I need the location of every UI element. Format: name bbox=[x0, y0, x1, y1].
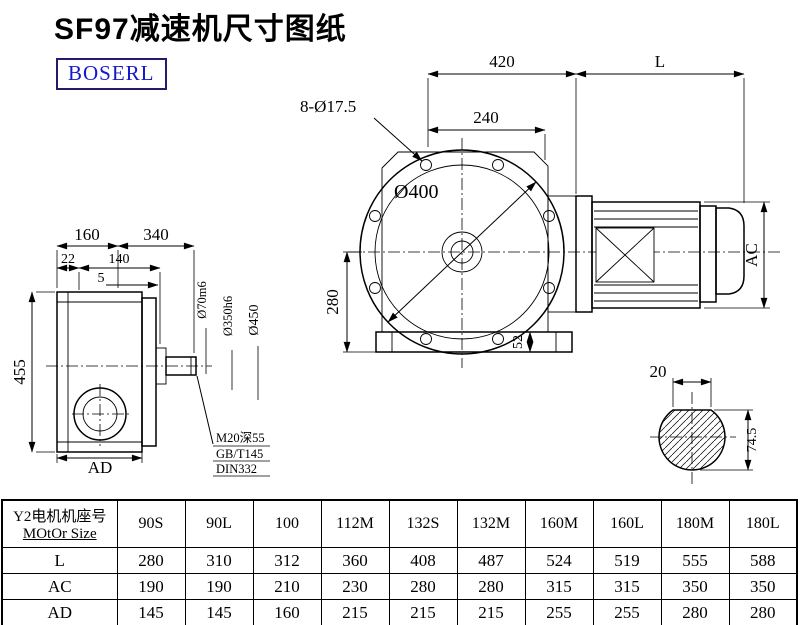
value-cell: 210 bbox=[252, 573, 322, 600]
table-row-L: L 280 310 312 360 408 487 524 519 555 58… bbox=[1, 547, 798, 574]
column-header: 180M bbox=[660, 499, 730, 548]
dim-bolt-holes: 8-Ø17.5 bbox=[300, 97, 356, 116]
column-header: 112M bbox=[320, 499, 390, 548]
column-header: 100 bbox=[252, 499, 322, 548]
table-header-row: Y2电机机座号 MOtOr Size 90S 90L 100 112M 132S… bbox=[1, 499, 798, 548]
dim-AD: AD bbox=[88, 458, 113, 477]
value-cell: 487 bbox=[456, 547, 526, 574]
boserl-logo: BOSERL bbox=[56, 58, 167, 90]
dim-AC: AC bbox=[742, 243, 761, 267]
fan-cover bbox=[715, 207, 745, 295]
dim-key-width: 20 bbox=[650, 362, 667, 381]
dim-420: 420 bbox=[489, 52, 515, 71]
dim-140: 140 bbox=[109, 252, 130, 267]
value-cell: 160 bbox=[252, 599, 322, 625]
dim-280: 280 bbox=[323, 289, 342, 315]
page-title: SF97减速机尺寸图纸 bbox=[54, 13, 347, 46]
column-header: 180L bbox=[728, 499, 798, 548]
flange-bolt-holes bbox=[369, 159, 555, 345]
value-cell: 190 bbox=[184, 573, 254, 600]
dim-340: 340 bbox=[143, 225, 169, 244]
value-cell: 555 bbox=[660, 547, 730, 574]
value-cell: 519 bbox=[592, 547, 662, 574]
motor-size-header-cn: Y2电机机座号 bbox=[13, 509, 107, 525]
value-cell: 360 bbox=[320, 547, 390, 574]
value-cell: 312 bbox=[252, 547, 322, 574]
value-cell: 350 bbox=[728, 573, 798, 600]
value-cell: 215 bbox=[320, 599, 390, 625]
value-cell: 280 bbox=[116, 547, 186, 574]
dim-455: 455 bbox=[10, 359, 29, 385]
dim-diameter-400: Ø400 bbox=[394, 181, 438, 203]
value-cell: 280 bbox=[728, 599, 798, 625]
dim-22: 22 bbox=[61, 252, 75, 267]
value-cell: 408 bbox=[388, 547, 458, 574]
column-header: 90S bbox=[116, 499, 186, 548]
motor-size-header: Y2电机机座号 MOtOr Size bbox=[1, 499, 118, 548]
value-cell: 310 bbox=[184, 547, 254, 574]
column-header: 160M bbox=[524, 499, 594, 548]
value-cell: 280 bbox=[388, 573, 458, 600]
dim-52: 52 bbox=[511, 335, 526, 349]
note-din: DIN332 bbox=[216, 462, 257, 476]
value-cell: 230 bbox=[320, 573, 390, 600]
input-shaft bbox=[165, 356, 197, 376]
row-label: AC bbox=[1, 573, 118, 600]
value-cell: 280 bbox=[660, 599, 730, 625]
row-label: L bbox=[1, 547, 118, 574]
value-cell: 588 bbox=[728, 547, 798, 574]
value-cell: 145 bbox=[184, 599, 254, 625]
column-header: 90L bbox=[184, 499, 254, 548]
column-header: 132S bbox=[388, 499, 458, 548]
value-cell: 350 bbox=[660, 573, 730, 600]
column-header: 132M bbox=[456, 499, 526, 548]
dimension-lines bbox=[28, 70, 768, 477]
note-standard: GB/T145 bbox=[216, 447, 263, 461]
dim-shaft-dia: Ø70m6 bbox=[195, 281, 209, 319]
value-cell: 280 bbox=[456, 573, 526, 600]
extension-lines bbox=[36, 78, 770, 471]
value-cell: 190 bbox=[116, 573, 186, 600]
value-cell: 215 bbox=[388, 599, 458, 625]
shaft-section bbox=[658, 409, 726, 471]
value-cell: 315 bbox=[592, 573, 662, 600]
motor-size-table: Y2电机机座号 MOtOr Size 90S 90L 100 112M 132S… bbox=[1, 499, 798, 625]
motor-outline bbox=[575, 195, 745, 313]
dim-L: L bbox=[655, 52, 665, 71]
value-cell: 215 bbox=[456, 599, 526, 625]
value-cell: 255 bbox=[592, 599, 662, 625]
value-cell: 524 bbox=[524, 547, 594, 574]
value-cell: 145 bbox=[116, 599, 186, 625]
column-header: 160L bbox=[592, 499, 662, 548]
dim-key-depth: 74.5 bbox=[745, 428, 760, 453]
value-cell: 255 bbox=[524, 599, 594, 625]
value-cell: 315 bbox=[524, 573, 594, 600]
note-tap: M20深55 bbox=[216, 431, 265, 445]
dim-240: 240 bbox=[473, 108, 499, 127]
dim-5: 5 bbox=[98, 271, 105, 286]
dim-160: 160 bbox=[74, 225, 100, 244]
row-label: AD bbox=[1, 599, 118, 625]
table-row-AD: AD 145 145 160 215 215 215 255 255 280 2… bbox=[1, 599, 798, 625]
technical-drawing: 420 L 8-Ø17.5 240 Ø400 280 52 AC 160 340… bbox=[10, 52, 780, 484]
motor-size-header-en: MOtOr Size bbox=[22, 526, 97, 542]
flange-plate bbox=[141, 297, 157, 447]
table-row-AC: AC 190 190 210 230 280 280 315 315 350 3… bbox=[1, 573, 798, 600]
side-view-outline bbox=[56, 291, 197, 453]
dim-flange-dia: Ø450 bbox=[247, 304, 262, 335]
dim-spigot-dia: Ø350h6 bbox=[221, 296, 235, 336]
